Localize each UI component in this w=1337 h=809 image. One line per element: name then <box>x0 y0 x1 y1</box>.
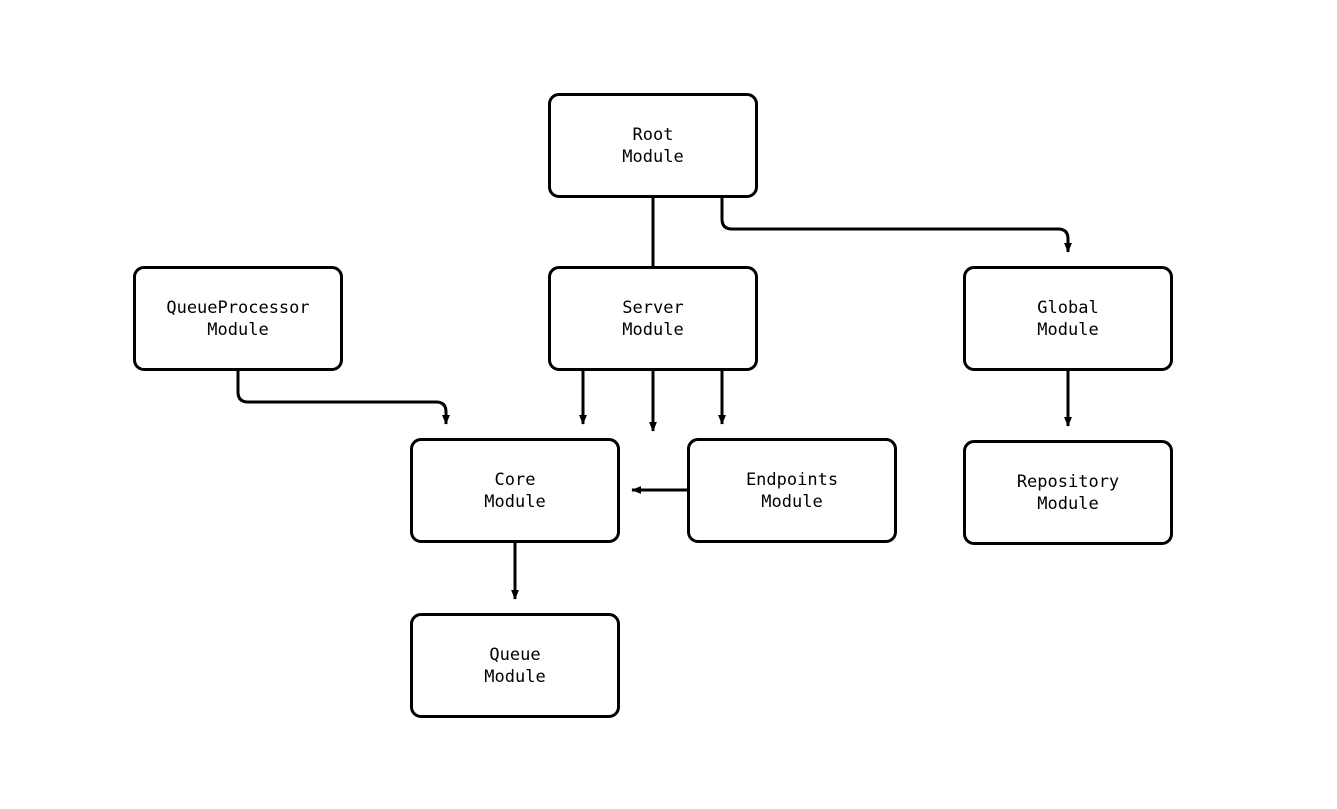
node-queueprocessor-module[interactable]: QueueProcessor Module <box>133 266 343 371</box>
node-repository-module[interactable]: Repository Module <box>963 440 1173 545</box>
edge-root-to-global <box>720 198 1072 253</box>
node-global-module[interactable]: Global Module <box>963 266 1173 371</box>
node-endpoints-module-label: Endpoints Module <box>745 469 839 512</box>
node-root-module-label: Root Module <box>622 124 684 167</box>
node-core-module[interactable]: Core Module <box>410 438 620 543</box>
edge-queueprocessor-to-core <box>236 371 450 425</box>
node-endpoints-module[interactable]: Endpoints Module <box>687 438 897 543</box>
node-root-module[interactable]: Root Module <box>548 93 758 198</box>
node-core-module-label: Core Module <box>484 469 546 512</box>
node-queue-module[interactable]: Queue Module <box>410 613 620 718</box>
node-repository-module-label: Repository Module <box>1016 471 1120 514</box>
node-queueprocessor-module-label: QueueProcessor Module <box>166 297 310 340</box>
node-server-module[interactable]: Server Module <box>548 266 758 371</box>
node-queue-module-label: Queue Module <box>484 644 546 687</box>
node-global-module-label: Global Module <box>1037 297 1099 340</box>
node-server-module-label: Server Module <box>622 297 684 340</box>
